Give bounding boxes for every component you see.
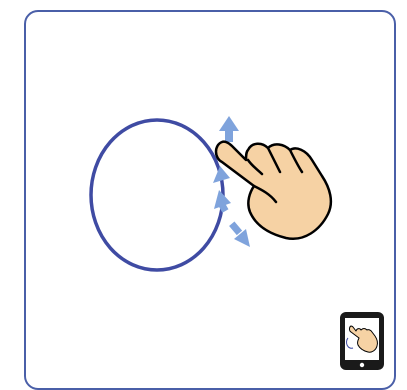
arrow-down-icon [213,166,230,183]
circle-shape [91,120,223,270]
gesture-illustration [0,0,407,378]
tablet-touch-icon [340,312,384,370]
arrow-up-icon [219,116,239,142]
arrow-down-right-icon [229,221,250,247]
